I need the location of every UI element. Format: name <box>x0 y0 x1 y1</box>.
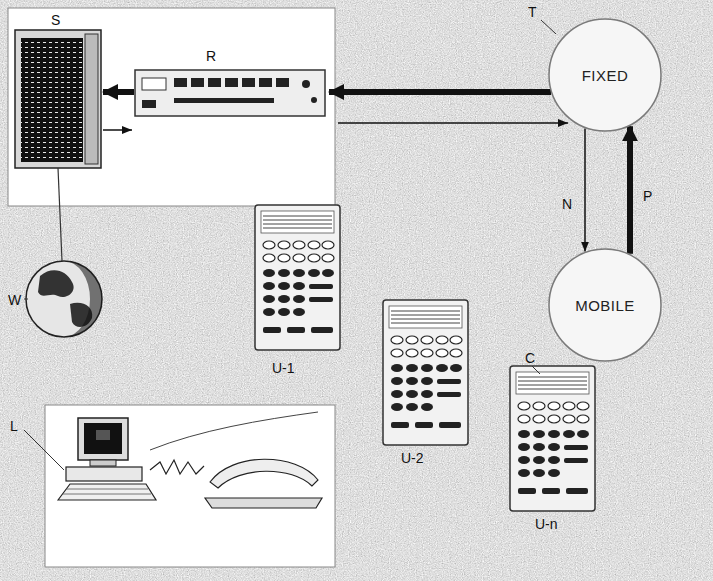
network-circle: FIXED <box>548 18 662 132</box>
reference-label: U-n <box>533 516 560 532</box>
signal-arrow <box>627 126 633 254</box>
reference-label: P <box>641 188 654 204</box>
telephone-icon <box>510 366 595 511</box>
globe-icon <box>24 261 102 337</box>
link-arrows <box>329 20 568 123</box>
circle-label: FIXED <box>582 67 629 84</box>
signal-arrow <box>584 128 586 251</box>
reference-label: T <box>526 4 539 20</box>
leader-line <box>532 366 540 374</box>
computer-panel <box>24 405 335 567</box>
reference-label: W <box>6 292 23 308</box>
reference-label: C <box>523 350 537 366</box>
telephone-icon <box>255 205 340 350</box>
reference-label: N <box>560 196 574 212</box>
circle-label: MOBILE <box>575 297 635 314</box>
reference-label: U-1 <box>270 360 297 376</box>
reference-label: L <box>8 418 20 434</box>
reference-label: R <box>204 48 218 64</box>
server-panel <box>8 8 335 206</box>
reference-label: S <box>49 12 62 28</box>
network-circle: MOBILE <box>548 248 662 362</box>
wire <box>58 168 62 261</box>
reference-label: U-2 <box>399 450 426 466</box>
telephone-icon <box>383 300 468 445</box>
